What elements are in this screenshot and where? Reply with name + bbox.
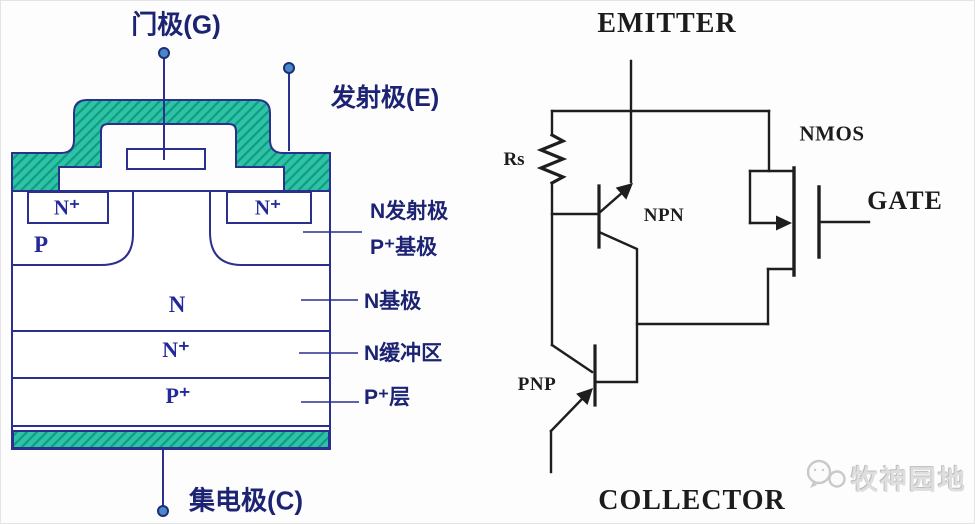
circuit-nmos-label: NMOS bbox=[799, 121, 865, 146]
circuit-npn-label: NPN bbox=[643, 205, 685, 226]
region-label-p-plus-layer: P⁺ bbox=[165, 383, 191, 408]
silicon-block bbox=[11, 190, 331, 450]
annotation-n-emitter: N发射极 bbox=[370, 200, 449, 223]
resistor-symbol bbox=[536, 132, 568, 186]
circuit-rs-label: Rs bbox=[503, 149, 525, 170]
collector-metal-layer bbox=[12, 430, 330, 449]
gate-terminal-label: 门极(G) bbox=[131, 9, 221, 40]
annotation-n-base: N基极 bbox=[364, 290, 422, 313]
gate-electrode bbox=[126, 148, 206, 170]
emitter-metal-layer bbox=[11, 99, 331, 192]
circuit-gate-label: GATE bbox=[867, 186, 943, 215]
region-label-n: N bbox=[168, 292, 186, 317]
region-label-n-plus-right: N⁺ bbox=[254, 195, 282, 220]
nmos-transistor-symbol bbox=[748, 109, 871, 277]
p-well-boundary-right bbox=[209, 192, 330, 266]
circuit-collector-label: COLLECTOR bbox=[598, 485, 786, 516]
region-label-n-plus-left: N⁺ bbox=[53, 195, 81, 220]
pnp-transistor-symbol bbox=[549, 343, 639, 474]
circuit-emitter-label: EMITTER bbox=[597, 8, 737, 39]
region-label-n-plus-layer: N⁺ bbox=[162, 337, 190, 362]
n-plus-region-left bbox=[27, 191, 109, 224]
p-well-boundary-left bbox=[12, 192, 134, 266]
npn-transistor-symbol bbox=[597, 183, 639, 383]
annotation-p-plus-base: P⁺基极 bbox=[370, 236, 438, 259]
annotation-p-plus-layer: P⁺层 bbox=[364, 386, 411, 409]
emitter-terminal-dot bbox=[283, 62, 295, 74]
equivalent-circuit-drawing bbox=[536, 59, 871, 474]
collector-terminal-dot bbox=[157, 505, 169, 517]
annotation-leader-lines bbox=[299, 231, 362, 403]
watermark-text: 牧神园地 bbox=[851, 465, 967, 496]
region-label-p: P bbox=[33, 232, 49, 257]
igbt-cross-section-drawing bbox=[11, 47, 362, 517]
circuit-pnp-label: PNP bbox=[517, 374, 557, 395]
n-plus-region-right bbox=[226, 191, 312, 224]
annotation-n-buffer: N缓冲区 bbox=[364, 342, 443, 365]
collector-terminal-label: 集电极(C) bbox=[188, 485, 304, 516]
gate-terminal-dot bbox=[158, 47, 170, 59]
emitter-terminal-label: 发射极(E) bbox=[330, 84, 440, 112]
wechat-logo-icon bbox=[806, 459, 846, 488]
